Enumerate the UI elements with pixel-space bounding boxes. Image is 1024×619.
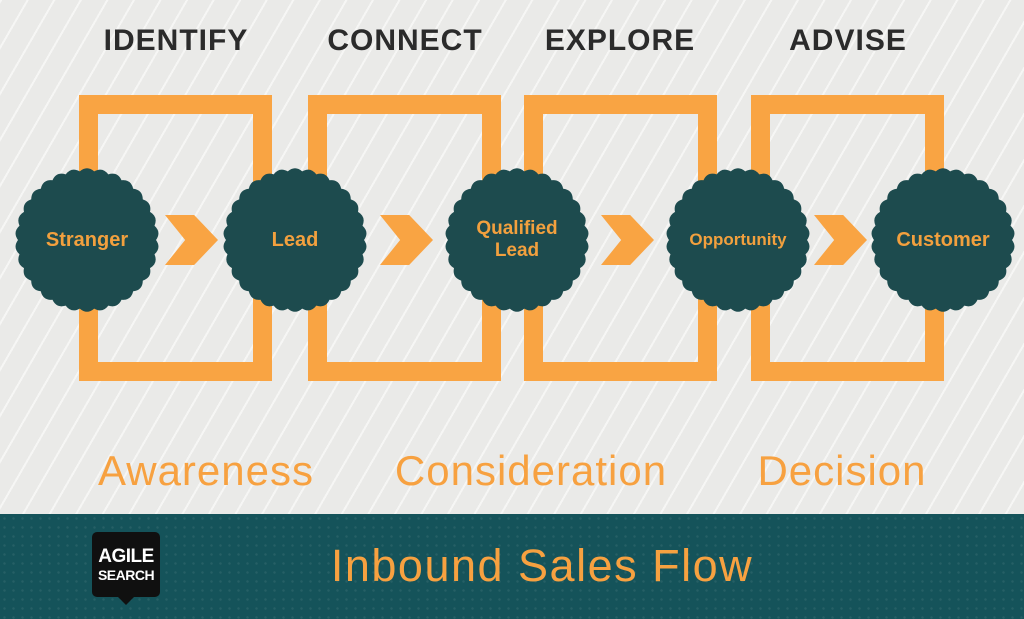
footer-bar: AGILE SEARCH Inbound Sales Flow [0,514,1024,619]
stage-seal-label: Customer [896,228,990,251]
stage-seal-stranger: Stranger [12,165,162,315]
logo-line-agile: AGILE [98,546,154,567]
stage-frame-explore [524,95,717,381]
phase-label-advise: ADVISE [789,24,907,57]
stage-seal-opportunity: Opportunity [663,165,813,315]
funnel-stage-decision: Decision [757,447,927,494]
logo-tail [118,597,134,605]
stage-seal-label: Stranger [45,228,129,251]
stage-seal-customer: Customer [868,165,1018,315]
phase-label-connect: CONNECT [327,24,483,57]
stage-seal-label: Opportunity [689,230,787,250]
stage-seal-label: Qualified Lead [476,218,558,261]
stage-seal-label: Lead [271,228,319,251]
seal-badge-icon [223,168,367,312]
funnel-stage-awareness: Awareness [97,447,314,494]
phase-label-identify: IDENTIFY [103,24,249,57]
seal-badge-icon [871,168,1015,312]
seal-badge-icon [445,168,589,312]
agile-search-logo: AGILE SEARCH [92,532,160,597]
phase-label-explore: EXPLORE [544,24,696,57]
seal-badge-icon [15,168,159,312]
footer-title: Inbound Sales Flow [330,540,754,591]
stage-seal-qualified-lead: Qualified Lead [442,165,592,315]
stage-seal-lead: Lead [220,165,370,315]
funnel-stage-consideration: Consideration [394,447,668,494]
logo-line-search: SEARCH [97,567,155,583]
seal-badge-icon [666,168,810,312]
